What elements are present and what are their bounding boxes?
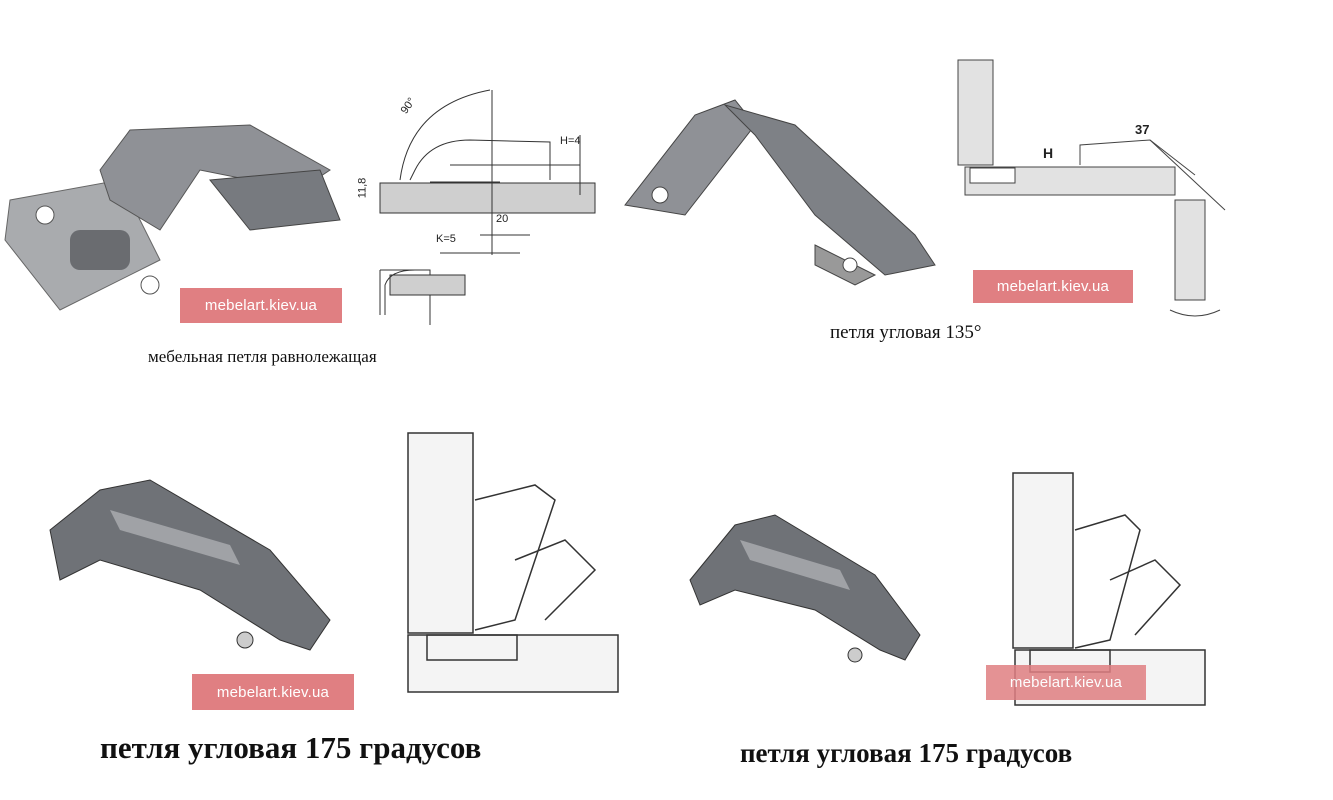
caption-overlay-hinge: мебельная петля равнолежащая (148, 347, 377, 366)
watermark: mebelart.kiev.ua (180, 288, 342, 323)
watermark: mebelart.kiev.ua (192, 674, 354, 710)
overlay-hinge-drawing (379, 89, 596, 325)
caption-angle-175-hinge-left: петля угловая 175 градусов (100, 730, 482, 765)
depth-label: 11,8 (356, 177, 369, 199)
angle-135-hinge-drawing (957, 59, 1226, 317)
angle-175-hinge-photo (689, 514, 921, 663)
caption-angle-175-hinge-right: петля угловая 175 градусов (740, 738, 1073, 768)
watermark: mebelart.kiev.ua (973, 270, 1133, 303)
angle-135-hinge-photo (624, 99, 936, 286)
angle-175-hinge-drawing (407, 432, 619, 693)
k-label: K=5 (436, 233, 456, 245)
width-label: 37 (1135, 122, 1150, 137)
watermark: mebelart.kiev.ua (986, 665, 1146, 700)
h-label: H=4 (560, 135, 581, 147)
angle-175-hinge-photo (49, 479, 331, 651)
overlay-hinge-photo (4, 124, 341, 311)
width-label: 20 (496, 213, 509, 225)
caption-angle-135-hinge: петля угловая 135° (830, 322, 982, 343)
h-label: H (1043, 145, 1054, 161)
